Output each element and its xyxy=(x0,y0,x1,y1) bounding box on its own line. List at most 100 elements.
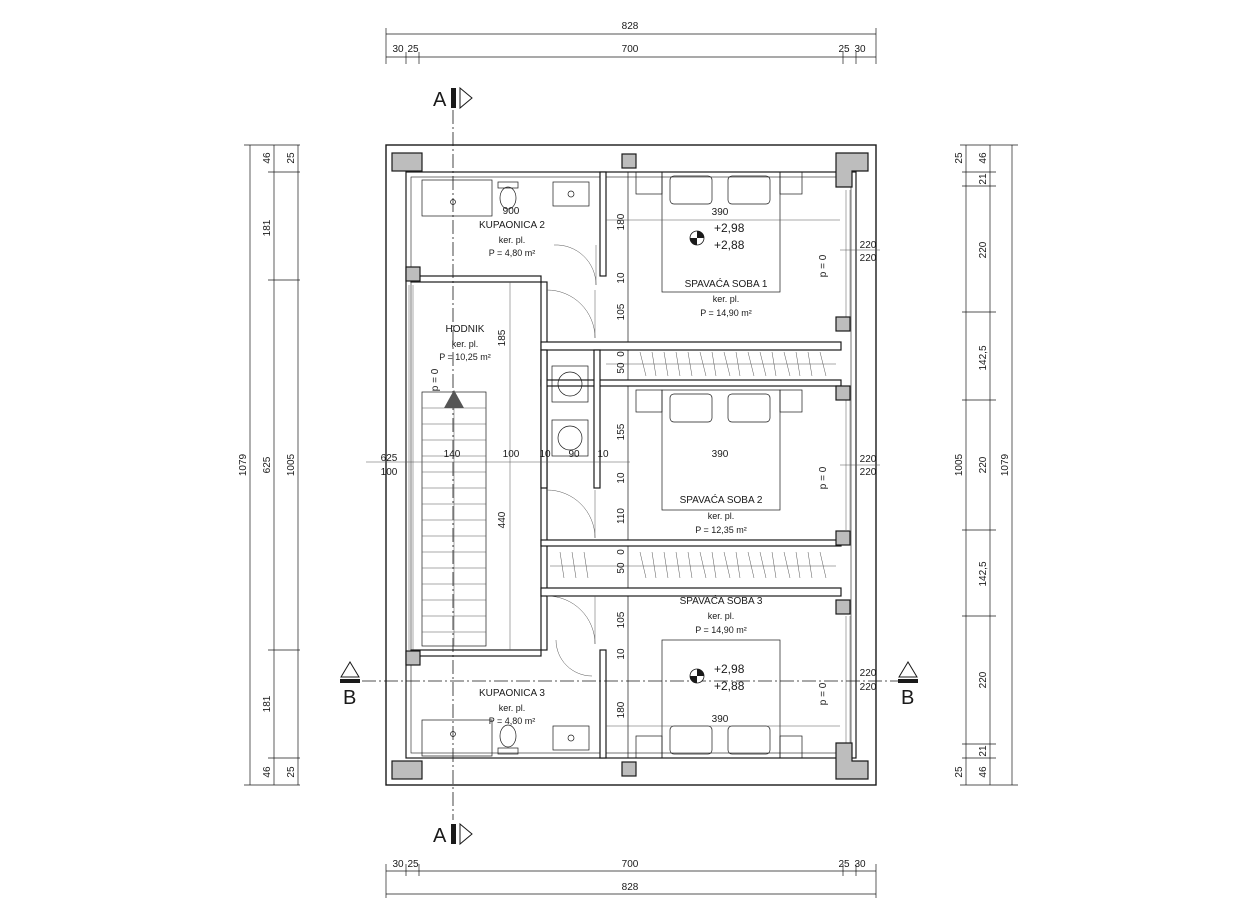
dim-220-w1b: 220 xyxy=(860,253,877,264)
dim-wardrobe1-0: 0 xyxy=(616,351,627,357)
outer-walls xyxy=(385,144,877,786)
dim-10-corridor-a: 10 xyxy=(539,449,551,460)
dim-105-c: 105 xyxy=(616,611,627,628)
column-top-left xyxy=(391,152,423,172)
column-left-1 xyxy=(405,266,421,282)
wardrobes: 0 50 0 50 xyxy=(550,351,836,579)
kupaonica3-floor: ker. pl. xyxy=(499,703,526,713)
level-bottom-1: +2,88 xyxy=(714,238,745,252)
dim-180-a: 180 xyxy=(616,213,627,230)
dim-left-181-top: 181 xyxy=(262,219,273,236)
hodnik-floor: ker. pl. xyxy=(452,339,479,349)
spavaca2-area: P = 12,35 m² xyxy=(695,525,747,535)
dim-right-25-top: 25 xyxy=(954,152,965,164)
dim-top-30-right: 30 xyxy=(854,44,866,55)
dim-90: 90 xyxy=(568,449,580,460)
dim-220-w2b: 220 xyxy=(860,467,877,478)
dim-top-total: 828 xyxy=(622,21,639,32)
corridor-p0: p = 0 xyxy=(430,368,441,391)
kupaonica2-area: P = 4,80 m² xyxy=(489,248,536,258)
dim-10-corridor-b: 10 xyxy=(597,449,609,460)
dim-right-220-a: 220 xyxy=(978,241,989,258)
spavaca1-name: SPAVAĆA SOBA 1 xyxy=(685,277,768,290)
spavaca2-name: SPAVAĆA SOBA 2 xyxy=(680,493,763,506)
dim-right-21-top: 21 xyxy=(978,173,989,185)
section-a-top-label: A xyxy=(433,89,447,111)
dim-110: 110 xyxy=(616,508,627,524)
dim-100-corridor: 100 xyxy=(503,449,520,460)
dim-right-1005: 1005 xyxy=(954,453,965,476)
stairs-arrow-icon xyxy=(444,390,464,408)
hodnik-area: P = 10,25 m² xyxy=(439,352,491,362)
level-bottom-3: +2,88 xyxy=(714,679,745,693)
dim-wardrobe2-50: 50 xyxy=(616,562,627,574)
dim-left-1005: 1005 xyxy=(286,453,297,476)
bed-icon xyxy=(661,639,781,759)
dim-440: 440 xyxy=(497,511,508,528)
column-bottom-mid xyxy=(621,761,637,777)
interior-walls xyxy=(410,171,842,759)
dim-left-25-top: 25 xyxy=(286,152,297,164)
dryer-icon xyxy=(557,425,583,451)
section-a-bottom-label: A xyxy=(433,825,447,847)
dim-top-30-left: 30 xyxy=(392,44,404,55)
level-marker-icon xyxy=(689,230,705,246)
dim-right-220-c: 220 xyxy=(978,671,989,688)
toilet-icon xyxy=(499,724,517,748)
dim-right-1079: 1079 xyxy=(1000,453,1011,476)
bed-icon xyxy=(661,389,781,511)
dim-top-inner: 700 xyxy=(622,44,639,55)
kupaonica3-area: P = 4,80 m² xyxy=(489,716,536,726)
dim-bottom-30-right: 30 xyxy=(854,859,866,870)
right-dimensions: 25 1005 25 46 21 220 142,5 220 142,5 220… xyxy=(954,144,1018,786)
bathroom-3: KUPAONICA 3 ker. pl. P = 4,80 m² xyxy=(421,688,590,757)
dim-390-c: 390 xyxy=(712,714,729,725)
dim-220-w3b: 220 xyxy=(860,682,877,693)
dim-390-b: 390 xyxy=(712,449,729,460)
column-left-2 xyxy=(405,650,421,666)
dim-right-21-bottom: 21 xyxy=(978,745,989,757)
bed-icon xyxy=(661,171,781,293)
kupaonica2-name: KUPAONICA 2 xyxy=(479,220,545,231)
dim-bottom-30-left: 30 xyxy=(392,859,404,870)
section-a-top-marker xyxy=(451,88,456,108)
bedroom-1: 390 +2,98 +2,88 SPAVAĆA SOBA 1 ker. pl. … xyxy=(606,171,880,320)
bathroom-2: 900 KUPAONICA 2 ker. pl. P = 4,80 m² xyxy=(421,179,597,286)
dim-top-25-right: 25 xyxy=(838,44,850,55)
sink-icon xyxy=(552,181,590,207)
dim-right-25-bottom: 25 xyxy=(954,766,965,778)
columns xyxy=(391,152,869,780)
column-right-3 xyxy=(835,530,851,546)
wardrobe-2 xyxy=(559,551,827,579)
dim-left-46-top: 46 xyxy=(262,152,273,164)
column-bottom-right xyxy=(835,742,869,780)
bedroom-3: SPAVAĆA SOBA 3 ker. pl. P = 14,90 m² 390… xyxy=(606,594,877,759)
kupaonica2-floor: ker. pl. xyxy=(499,235,526,245)
level-top-3: +2,98 xyxy=(714,662,745,676)
sink-icon xyxy=(552,725,590,751)
section-lines: A A B B xyxy=(340,86,918,847)
dim-left-181-bottom: 181 xyxy=(262,695,273,712)
dim-left-625: 625 xyxy=(262,456,273,473)
spavaca3-name: SPAVAĆA SOBA 3 xyxy=(680,594,763,607)
section-b-right-label: B xyxy=(901,687,914,709)
dim-625-corridor: 625 xyxy=(381,453,398,464)
utility-block: 155 xyxy=(551,365,627,457)
dim-220-w1a: 220 xyxy=(860,240,877,251)
corridor: HODNIK ker. pl. P = 10,25 m² 185 440 p =… xyxy=(366,282,630,677)
dim-bottom-inner: 700 xyxy=(622,859,639,870)
bedroom-2: 390 SPAVAĆA SOBA 2 ker. pl. P = 12,35 m²… xyxy=(616,389,880,535)
column-right-1 xyxy=(835,316,851,332)
wardrobe-1 xyxy=(639,351,827,377)
column-right-2 xyxy=(835,385,851,401)
dim-105-a: 105 xyxy=(616,303,627,320)
column-top-mid xyxy=(621,153,637,169)
level-marker-icon xyxy=(689,668,705,684)
dim-900: 900 xyxy=(503,206,520,217)
dim-180-c: 180 xyxy=(616,701,627,718)
column-bottom-left xyxy=(391,760,423,780)
dim-right-142-a: 142,5 xyxy=(978,345,989,370)
column-top-right xyxy=(835,152,869,188)
dim-right-142-b: 142,5 xyxy=(978,561,989,586)
